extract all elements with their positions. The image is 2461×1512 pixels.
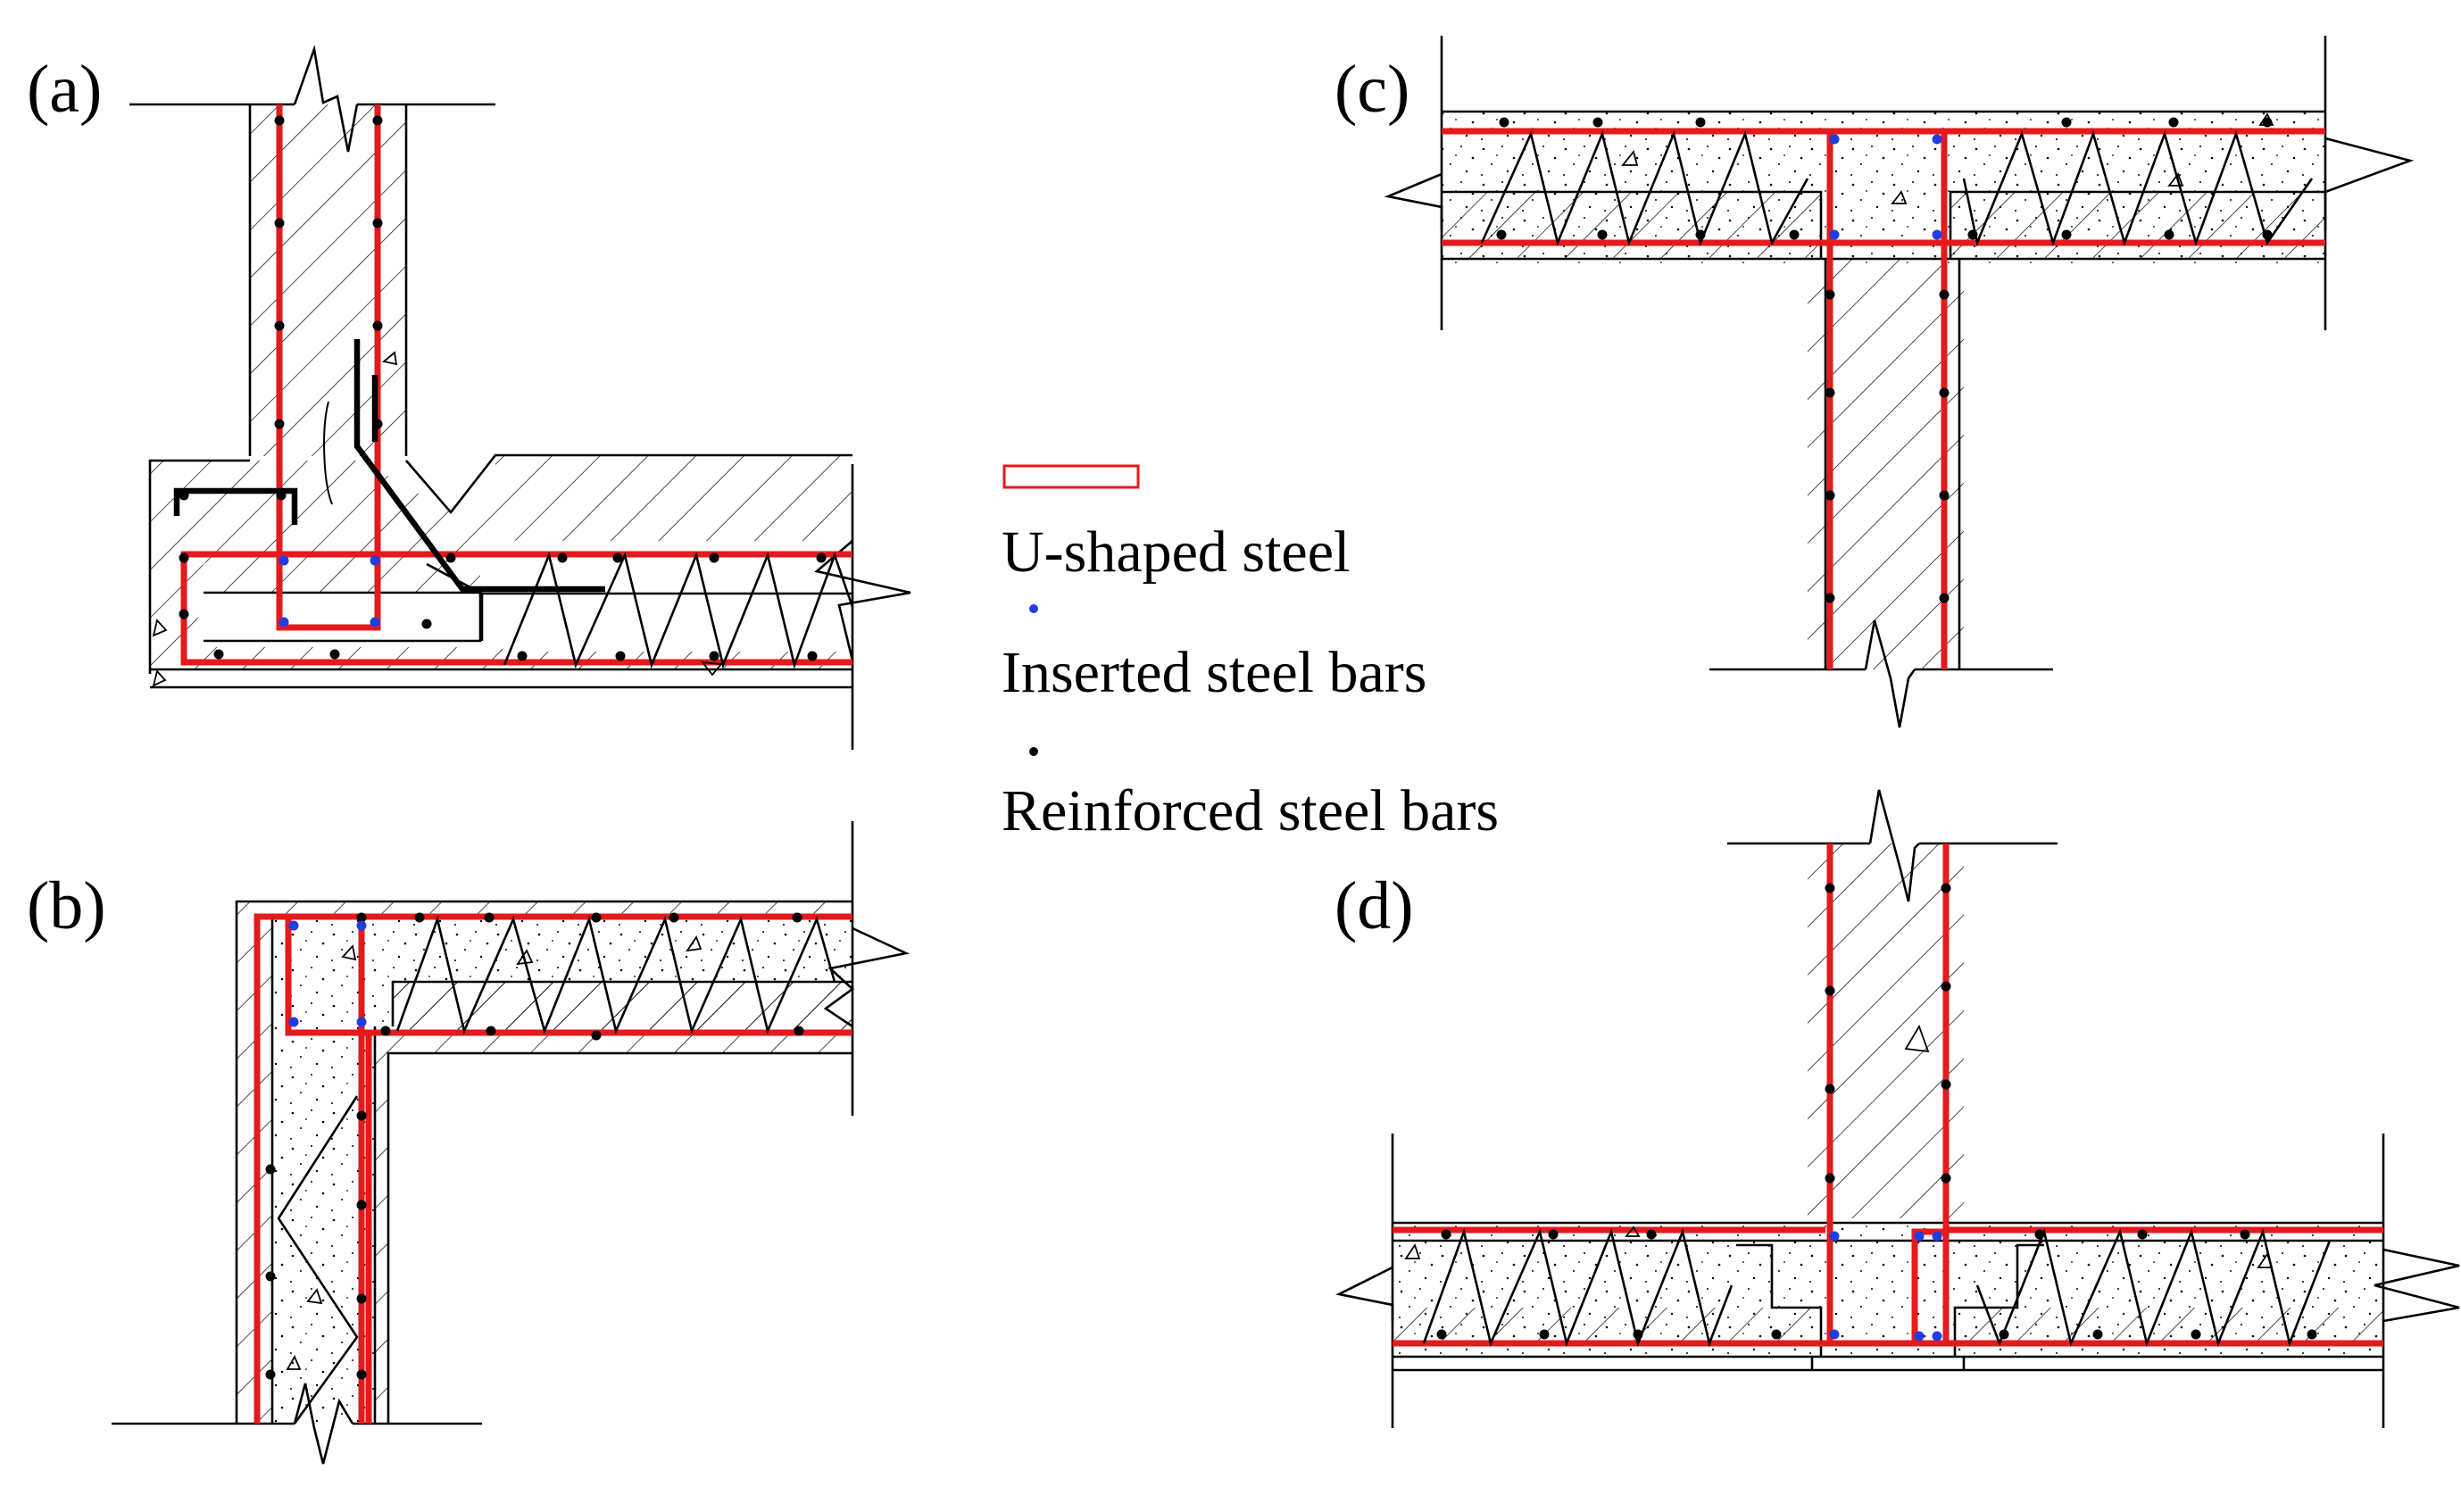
- reinforced-bars-c: [1496, 117, 2273, 603]
- legend: U-shaped steel Inserted steel bars Reinf…: [1002, 464, 1499, 843]
- joint-a: [148, 453, 911, 750]
- inserted-bars-d: [1829, 1231, 1942, 1342]
- joint-d: [1335, 789, 2460, 1428]
- legend-swatch-reinforced-steel-bars: [1029, 747, 1038, 756]
- wall-a: [129, 44, 495, 456]
- aggregate-marks-d: [1404, 1024, 2274, 1268]
- aggregate-marks-b: [286, 935, 703, 1370]
- truss-b: [395, 915, 836, 1035]
- legend-label-reinforced-steel-bars: Reinforced steel bars: [1002, 778, 1499, 843]
- joint-c: [1384, 36, 2415, 728]
- truss-a: [503, 551, 854, 669]
- panel-b: (b): [27, 821, 910, 1465]
- inserted-bars-c: [1829, 134, 1942, 240]
- u-shaped-steel-b: [254, 913, 852, 1424]
- connector-plates-a: [173, 339, 605, 593]
- panel-c: (c): [1334, 36, 2415, 728]
- panel-label-d: (d): [1334, 868, 1414, 943]
- panel-d: (d): [1334, 789, 2460, 1428]
- truss-c-left: [1480, 129, 1809, 247]
- inserted-bars-b: [288, 920, 367, 1027]
- panel-label-c: (c): [1334, 52, 1409, 127]
- truss-d-left: [1422, 1227, 1734, 1348]
- panel-label-a: (a): [27, 52, 102, 127]
- u-shaped-steel-c: [1442, 128, 2325, 669]
- legend-label-u-shaped-steel: U-shaped steel: [1002, 519, 1350, 585]
- aggregate-marks-c: [1621, 112, 2274, 204]
- truss-c-right: [1962, 129, 2314, 247]
- legend-swatch-u-shaped-steel: [1002, 464, 1140, 489]
- zigzag-b: [277, 1095, 359, 1425]
- legend-label-inserted-steel-bars: Inserted steel bars: [1002, 640, 1426, 705]
- reinforced-bars-d: [1436, 883, 2317, 1340]
- panel-label-b: (b): [27, 868, 106, 943]
- u-shaped-steel-a: [180, 104, 852, 666]
- aggregate-marks-a: [152, 351, 723, 687]
- panel-a: (a): [27, 44, 911, 750]
- legend-swatch-inserted-steel-bars: [1029, 604, 1038, 613]
- reinforced-bars-a: [179, 115, 827, 661]
- inserted-bars-a: [279, 555, 380, 627]
- truss-d-right: [1975, 1227, 2332, 1348]
- reinforced-bars-b: [265, 912, 804, 1380]
